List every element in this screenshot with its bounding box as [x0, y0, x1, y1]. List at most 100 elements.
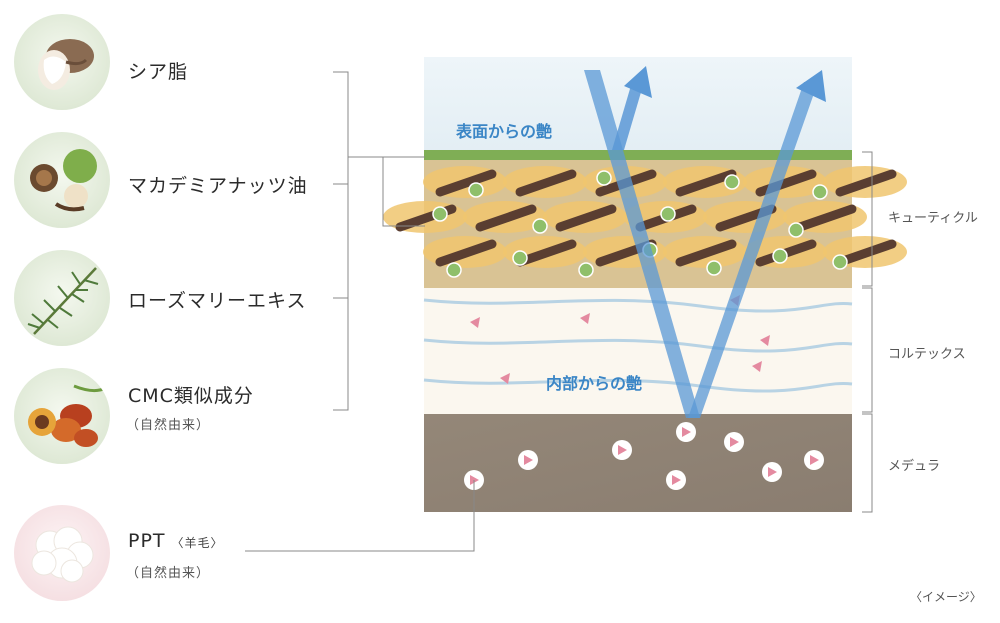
ingredient-name-ppt: PPT〈羊毛〉 — [128, 530, 224, 552]
cuticle-scale — [663, 236, 747, 268]
cuticle-particle-green — [724, 174, 740, 190]
cortex-fiber — [423, 298, 853, 313]
medulla-dot — [612, 440, 632, 460]
medulla-dot — [724, 432, 744, 452]
cuticle-scale — [503, 166, 587, 198]
cuticle-particle-brown — [755, 239, 817, 267]
cuticle-scale — [663, 166, 747, 198]
cuticle-scale — [463, 201, 547, 233]
cuticle-bracket — [862, 151, 873, 287]
cuticle-particle-brown — [635, 204, 697, 232]
cuticle-particle-brown — [515, 169, 577, 197]
cuticle-particle-green — [596, 170, 612, 186]
cuticle-particle-green — [642, 242, 658, 258]
cuticle-particle-green — [772, 248, 788, 264]
medulla-bracket — [862, 413, 873, 513]
ingredient-bracket — [333, 71, 349, 411]
cuticle-scale — [823, 166, 907, 198]
cuticle-scale — [823, 236, 907, 268]
incoming-light-beam — [584, 70, 700, 418]
cortex-layer — [424, 288, 852, 414]
macadamia-nut-icon — [14, 132, 110, 228]
cuticle-particle-green — [788, 222, 804, 238]
rosemary-icon — [14, 250, 110, 346]
layer-label-medulla: メデュラ — [888, 459, 941, 474]
inner-reflection-arrowhead — [796, 70, 826, 102]
cuticle-scale — [543, 201, 627, 233]
shea-nut-icon — [14, 14, 110, 110]
cuticle-particle-brown — [555, 204, 617, 232]
inner-reflection-beam — [688, 82, 818, 418]
ingredient-name-macadamia: マカデミアナッツ油 — [128, 175, 308, 197]
medulla-dot — [676, 422, 696, 442]
medulla-layer — [424, 414, 852, 512]
medulla-pink-particle — [768, 467, 777, 477]
medulla-pink-particle — [682, 427, 691, 437]
cuticle-layer — [424, 160, 852, 288]
cuticle-scale — [743, 236, 827, 268]
cuticle-particle-brown — [435, 169, 497, 197]
cortex-bracket — [862, 287, 873, 413]
cuticle-particle-brown — [595, 239, 657, 267]
image-note: 〈イメージ〉 — [910, 590, 982, 604]
ingredient-sub-cmc: （自然由来） — [126, 418, 211, 433]
surface-reflection-arrowhead — [624, 66, 652, 98]
cortex-pink-particle — [580, 313, 590, 324]
cuticle-particle-brown — [835, 239, 897, 267]
medulla-pink-particle — [470, 475, 479, 485]
cuticle-scale — [703, 201, 787, 233]
cuticle-particle-brown — [475, 204, 537, 232]
cuticle-particle-green — [432, 206, 448, 222]
cuticle-particle-brown — [715, 204, 777, 232]
cuticle-particle-green — [468, 182, 484, 198]
cuticle-particle-green — [812, 184, 828, 200]
cuticle-particle-brown — [675, 239, 737, 267]
cuticle-particle-brown — [435, 239, 497, 267]
cuticle-scale — [583, 166, 667, 198]
cuticle-particle-green — [532, 218, 548, 234]
medulla-dot — [762, 462, 782, 482]
cuticle-particle-green — [512, 250, 528, 266]
inner-shine-label: 内部からの艶 — [546, 374, 643, 393]
cortex-pink-particle — [470, 317, 480, 328]
cuticle-particle-green — [446, 262, 462, 278]
cortex-fiber — [423, 338, 853, 353]
layer-label-cortex: コルテックス — [888, 347, 966, 362]
medulla-dot — [666, 470, 686, 490]
ppt-label: PPT — [128, 530, 166, 552]
medulla-pink-particle — [672, 475, 681, 485]
cuticle-scale — [783, 201, 867, 233]
cuticle-particle-brown — [515, 239, 577, 267]
medulla-pink-particle — [810, 455, 819, 465]
cuticle-particle-brown — [835, 169, 897, 197]
cuticle-scale — [583, 236, 667, 268]
ingredient-name-cmc: CMC類似成分 — [128, 385, 254, 407]
cuticle-particle-green — [706, 260, 722, 276]
cuticle-particle-brown — [395, 204, 457, 232]
cortex-pink-particle — [730, 295, 740, 306]
cortex-pink-particle — [752, 361, 762, 372]
cortex-pink-particle — [500, 373, 510, 384]
ingredient-connector-lower — [382, 157, 425, 227]
medulla-pink-particle — [730, 437, 739, 447]
ppt-connector — [245, 480, 475, 552]
medulla-dot — [464, 470, 484, 490]
cuticle-top-edge — [424, 150, 852, 160]
surface-reflection-beam — [612, 82, 644, 150]
layer-label-cuticle: キューティクル — [888, 211, 978, 226]
medulla-dot — [804, 450, 824, 470]
cuticle-scale — [423, 236, 507, 268]
cuticle-scale — [383, 201, 467, 233]
medulla-pink-particle — [524, 455, 533, 465]
medulla-dot — [518, 450, 538, 470]
cuticle-particle-green — [660, 206, 676, 222]
ingredient-sub-ppt: （自然由来） — [126, 566, 211, 581]
cuticle-scale — [503, 236, 587, 268]
cuticle-scale — [623, 201, 707, 233]
ingredient-name-shea: シア脂 — [128, 61, 189, 83]
cuticle-particle-brown — [675, 169, 737, 197]
cuticle-particle-green — [578, 262, 594, 278]
cuticle-particle-brown — [595, 169, 657, 197]
surface-shine-label: 表面からの艶 — [456, 122, 553, 141]
cuticle-scale — [743, 166, 827, 198]
